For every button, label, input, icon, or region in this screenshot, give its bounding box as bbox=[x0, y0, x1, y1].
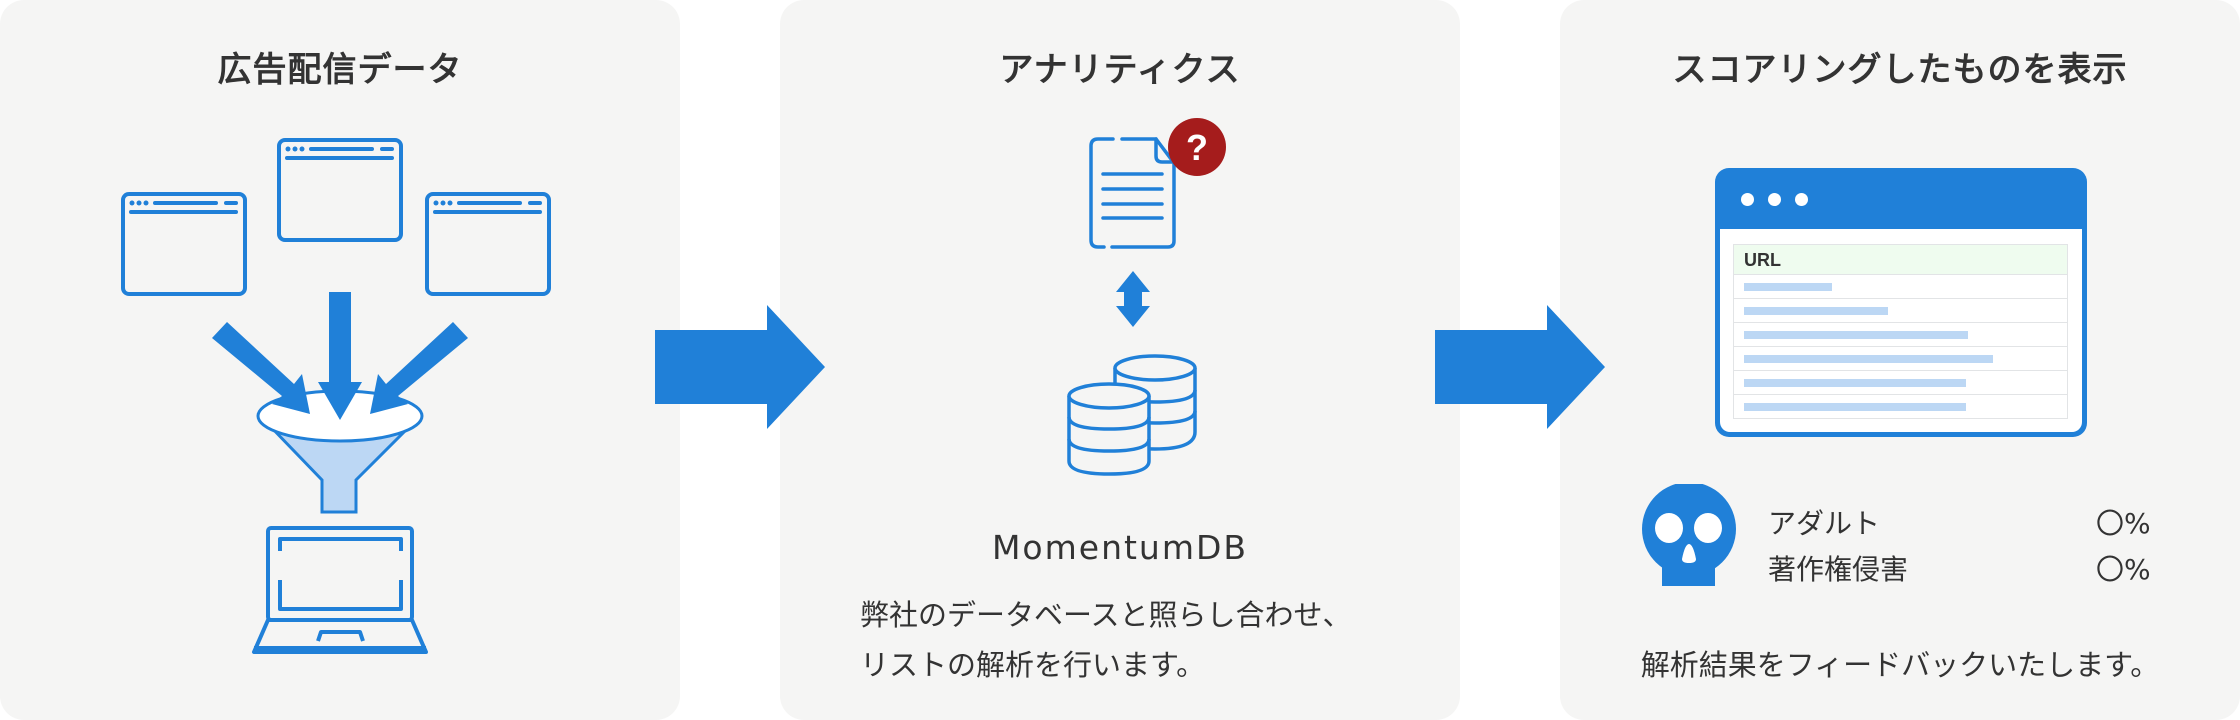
score-value-copyright: 〇% bbox=[2096, 553, 2151, 586]
right-arrow-icon bbox=[655, 305, 825, 429]
ad-data-illustration bbox=[121, 138, 551, 654]
url-placeholder-bar bbox=[1744, 283, 1832, 291]
table-row bbox=[1734, 275, 2067, 299]
score-label-copyright: 著作権侵害 bbox=[1768, 553, 1909, 586]
description-line: 弊社のデータベースと照らし合わせ、 bbox=[860, 598, 1352, 632]
score-label-adult: アダルト bbox=[1768, 507, 1881, 540]
panel-analytics: アナリティクス bbox=[780, 0, 1460, 720]
url-table: URL bbox=[1733, 244, 2068, 419]
browser-window-icon bbox=[121, 192, 247, 296]
bidirectional-arrow-icon bbox=[1116, 271, 1150, 327]
analytics-illustration: ? bbox=[1067, 118, 1226, 476]
description-line: リストの解析を行います。 bbox=[860, 648, 1206, 682]
right-arrow-icon bbox=[1435, 305, 1605, 429]
feedback-text: 解析結果をフィードバックいたします。 bbox=[1640, 648, 2160, 682]
table-row bbox=[1734, 323, 2067, 347]
analytics-description: 弊社のデータベースと照らし合わせ、 リストの解析を行います。 bbox=[860, 590, 1420, 690]
document-icon bbox=[1089, 137, 1176, 249]
database-icon bbox=[1067, 354, 1197, 476]
browser-window-icon bbox=[425, 192, 551, 296]
result-browser-window: URL bbox=[1715, 168, 2087, 437]
question-badge-icon: ? bbox=[1168, 118, 1226, 176]
laptop-icon bbox=[252, 526, 428, 654]
table-row bbox=[1734, 371, 2067, 395]
window-content: URL bbox=[1720, 229, 2082, 432]
table-header-url: URL bbox=[1734, 245, 2067, 275]
table-row bbox=[1734, 395, 2067, 418]
url-placeholder-bar bbox=[1744, 355, 1993, 363]
panel-title: スコアリングしたものを表示 bbox=[1672, 50, 2128, 90]
panel-title: 広告配信データ bbox=[217, 50, 463, 90]
arrow-down-icon bbox=[212, 292, 468, 420]
table-row bbox=[1734, 299, 2067, 323]
window-dot-icon bbox=[1741, 193, 1754, 206]
window-controls bbox=[1741, 193, 1808, 206]
panel-title: アナリティクス bbox=[999, 50, 1241, 90]
url-placeholder-bar bbox=[1744, 379, 1966, 387]
url-placeholder-bar bbox=[1744, 331, 1968, 339]
window-dot-icon bbox=[1795, 193, 1808, 206]
database-name: MomentumDB bbox=[991, 528, 1249, 567]
score-value-adult: 〇% bbox=[2096, 507, 2151, 540]
skull-icon bbox=[1642, 484, 1736, 586]
url-placeholder-bar bbox=[1744, 403, 1966, 411]
url-placeholder-bar bbox=[1744, 307, 1888, 315]
table-row bbox=[1734, 347, 2067, 371]
window-dot-icon bbox=[1768, 193, 1781, 206]
browser-window-icon bbox=[277, 138, 403, 242]
svg-text:?: ? bbox=[1186, 127, 1208, 168]
